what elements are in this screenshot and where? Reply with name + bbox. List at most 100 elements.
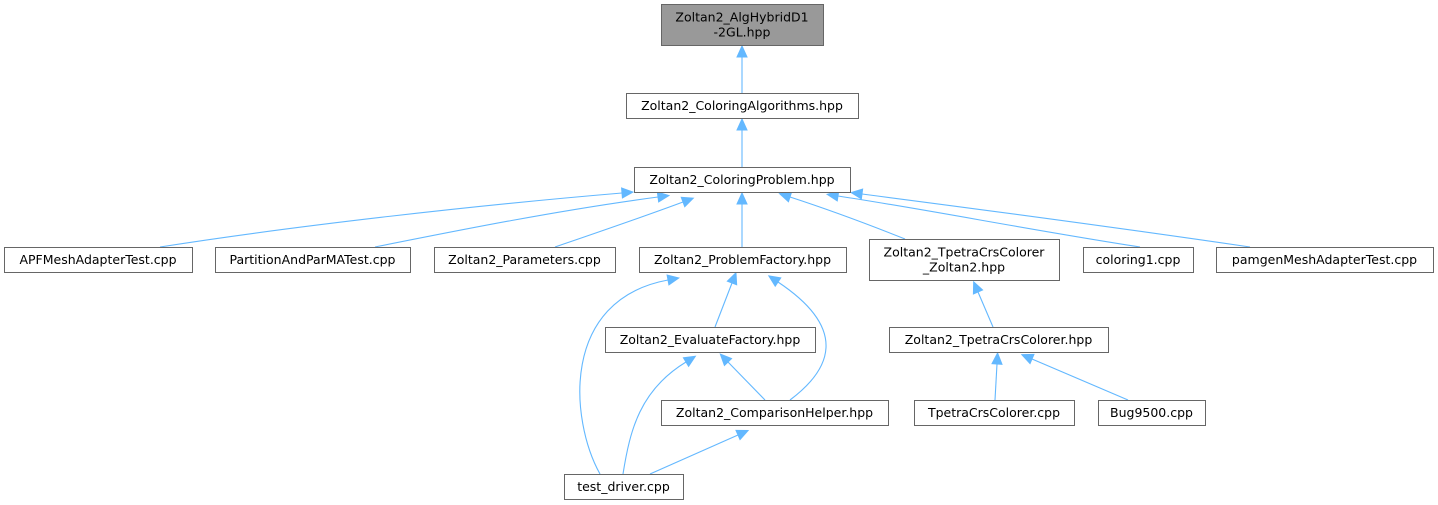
arrowhead-icon (736, 191, 748, 205)
node-box (1083, 247, 1194, 273)
edge-coloring1-to-coloring-problem (825, 190, 1141, 248)
node-coloring1[interactable]: coloring1.cpp (1083, 247, 1194, 273)
node-box (4, 247, 193, 273)
edge-test-driver-to-problem-factory (579, 274, 681, 475)
arrowhead-icon (682, 355, 697, 368)
edge-line (554, 201, 684, 248)
node-tpetra-colorer[interactable]: Zoltan2_TpetraCrsColorer.hpp (889, 327, 1109, 353)
arrowhead-icon (1020, 353, 1035, 365)
edge-line (622, 361, 687, 475)
node-label: pamgenMeshAdapterTest.cpp (1232, 252, 1417, 267)
node-box (605, 327, 816, 353)
node-test-driver[interactable]: test_driver.cpp (564, 474, 684, 500)
edge-line (777, 281, 827, 401)
arrowhead-icon (621, 187, 635, 199)
node-apf-mesh[interactable]: APFMeshAdapterTest.cpp (4, 247, 193, 273)
node-coloring-algorithms[interactable]: Zoltan2_ColoringAlgorithms.hpp (626, 93, 859, 119)
arrowhead-icon (680, 196, 695, 208)
node-label: APFMeshAdapterTest.cpp (19, 252, 176, 267)
node-label: Zoltan2_Parameters.cpp (448, 252, 601, 267)
node-label: Zoltan2_ComparisonHelper.hpp (676, 405, 873, 420)
node-box (564, 474, 684, 500)
node-tpetra-colorer-cpp[interactable]: TpetraCrsColorer.cpp (914, 400, 1075, 426)
edge-line (789, 196, 906, 240)
node-problem-factory[interactable]: Zoltan2_ProblemFactory.hpp (639, 247, 847, 273)
node-coloring-problem[interactable]: Zoltan2_ColoringProblem.hpp (634, 167, 851, 193)
node-box (869, 239, 1060, 281)
arrowhead-icon (726, 271, 738, 286)
node-evaluate-factory[interactable]: Zoltan2_EvaluateFactory.hpp (605, 327, 816, 353)
node-label: PartitionAndParMATest.cpp (230, 252, 396, 267)
edge-problem-factory-to-coloring-problem (736, 191, 748, 247)
edge-comparison-helper-to-problem-factory (767, 275, 827, 401)
edge-comparison-helper-to-evaluate-factory (719, 353, 766, 401)
arrowhead-icon (719, 353, 733, 367)
node-label: Zoltan2_ColoringProblem.hpp (649, 172, 834, 187)
node-box (661, 400, 889, 426)
node-label: Bug9500.cpp (1110, 405, 1193, 420)
edge-test-driver-to-evaluate-factory (622, 355, 697, 475)
nodes-layer: Zoltan2_AlgHybridD1-2GL.hppZoltan2_Color… (4, 4, 1434, 500)
arrowhead-icon (991, 351, 1003, 365)
node-bug9500[interactable]: Bug9500.cpp (1098, 400, 1206, 426)
edge-coloring-algorithms-to-root (736, 44, 748, 93)
node-label: TpetraCrsColorer.cpp (927, 405, 1060, 420)
node-parameters[interactable]: Zoltan2_Parameters.cpp (434, 247, 616, 273)
edge-parameters-to-coloring-problem (554, 196, 695, 248)
arrowhead-icon (735, 429, 750, 441)
node-label: Zoltan2_EvaluateFactory.hpp (620, 332, 801, 347)
arrowhead-icon (778, 191, 793, 203)
arrowhead-icon (767, 275, 782, 288)
node-label: Zoltan2_ColoringAlgorithms.hpp (641, 98, 843, 113)
edge-line (861, 193, 1251, 248)
node-label: _Zoltan2.hpp (922, 260, 1005, 275)
node-box (434, 247, 616, 273)
edge-partition-parma-to-coloring-problem (374, 191, 671, 248)
edge-line (649, 434, 739, 475)
edge-pamgen-to-coloring-problem (849, 188, 1251, 248)
node-box (914, 400, 1075, 426)
node-tpetra-colorer-zoltan2[interactable]: Zoltan2_TpetraCrsColorer_Zoltan2.hpp (869, 239, 1060, 281)
node-box (634, 167, 851, 193)
edges-layer (159, 44, 1251, 475)
node-pamgen[interactable]: pamgenMeshAdapterTest.cpp (1216, 247, 1434, 273)
edge-line (159, 192, 623, 248)
arrowhead-icon (666, 274, 681, 286)
node-label: Zoltan2_TpetraCrsColorer.hpp (905, 332, 1093, 347)
node-root: Zoltan2_AlgHybridD1-2GL.hpp (661, 4, 824, 46)
edge-test-driver-to-comparison-helper (649, 429, 750, 475)
edge-tpetra-colorer-zoltan2-to-coloring-problem (778, 191, 906, 240)
arrowhead-icon (972, 280, 984, 295)
edge-line (374, 196, 659, 248)
edge-line (1031, 358, 1129, 401)
node-label: Zoltan2_TpetraCrsColorer (884, 245, 1046, 260)
edge-bug9500-to-tpetra-colorer (1020, 353, 1129, 401)
node-box (1216, 247, 1434, 273)
edge-line (977, 291, 994, 328)
edge-apf-mesh-to-coloring-problem (159, 187, 635, 248)
edge-line (579, 279, 669, 475)
node-label: Zoltan2_ProblemFactory.hpp (654, 252, 831, 267)
node-box (626, 93, 859, 119)
node-label: coloring1.cpp (1096, 252, 1181, 267)
edge-tpetra-colorer-cpp-to-tpetra-colorer (991, 351, 1003, 401)
node-label: -2GL.hpp (714, 25, 771, 40)
edge-evaluate-factory-to-problem-factory (714, 271, 738, 328)
arrowhead-icon (736, 117, 748, 131)
arrowhead-icon (656, 191, 671, 203)
node-comparison-helper[interactable]: Zoltan2_ComparisonHelper.hpp (661, 400, 889, 426)
node-label: Zoltan2_AlgHybridD1 (675, 10, 808, 25)
edge-line (727, 361, 766, 401)
arrowhead-icon (849, 188, 864, 200)
arrowhead-icon (736, 44, 748, 58)
node-box (639, 247, 847, 273)
edge-tpetra-colorer-to-tpetra-colorer-zoltan2 (972, 280, 994, 328)
edge-line (837, 195, 1141, 248)
edge-coloring-problem-to-coloring-algorithms (736, 117, 748, 167)
node-label: test_driver.cpp (577, 479, 670, 494)
node-box (1098, 400, 1206, 426)
node-partition-parma[interactable]: PartitionAndParMATest.cpp (215, 247, 411, 273)
node-box (215, 247, 411, 273)
node-box (889, 327, 1109, 353)
